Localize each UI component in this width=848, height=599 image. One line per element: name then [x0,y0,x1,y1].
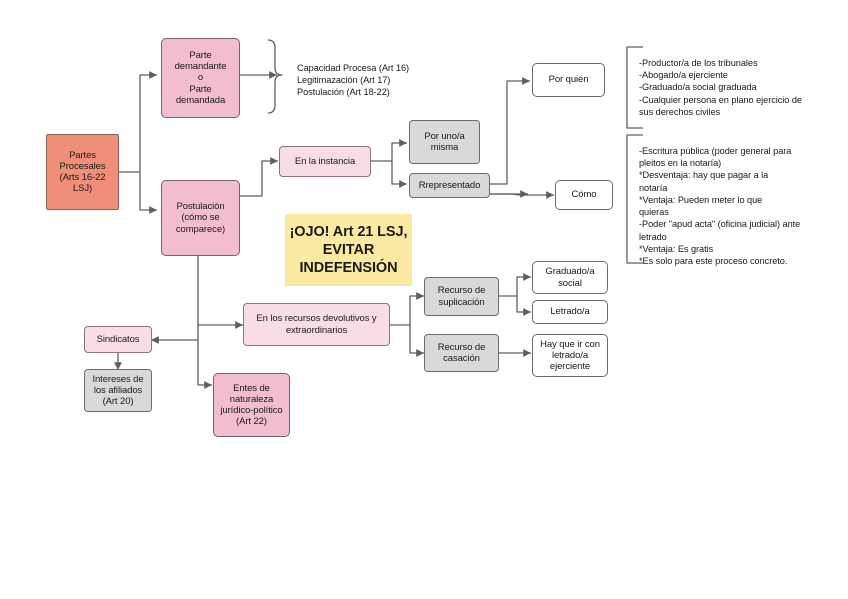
bracket-por-quien [626,46,643,129]
edge-root-to-parte [139,71,157,172]
node-entes-naturaleza[interactable]: Entes de naturaleza jurídico-político (A… [213,373,290,437]
edge-instancia-to-poruno [391,139,407,161]
edge-to-letrado [516,296,531,316]
node-parte-demandante-demandada[interactable]: Parte demandante o Parte demandada [161,38,240,118]
edges [114,39,643,389]
bracket-como [626,134,643,264]
node-por-uno-a-misma[interactable]: Por uno/a misma [409,120,480,164]
node-hay-que-ir-con-letrado[interactable]: Hay que ir con letrado/a ejerciente [532,334,608,377]
node-postulacion[interactable]: Postulación (cómo se comparece) [161,180,240,256]
edge-postulacion-to-instancia [240,157,278,197]
edge-to-como [507,191,554,199]
node-graduado-social[interactable]: Graduado/a social [532,261,608,294]
node-recurso-suplicacion[interactable]: Recurso de suplicación [424,277,499,316]
text-como-list: -Escritura pública (poder general para p… [639,146,801,267]
node-sindicatos[interactable]: Sindicatos [84,326,152,353]
note-ojo-art21: ¡OJO! Art 21 LSJ, EVITAR INDEFENSIÓN [285,214,412,286]
node-en-la-instancia[interactable]: En la instancia [279,146,371,177]
edge-to-suplicacion [409,292,424,325]
edge-to-graduado [516,273,531,296]
node-recursos-devolutivos[interactable]: En los recursos devolutivos y extraordin… [243,303,390,346]
edge-to-casacion [409,325,424,357]
node-rrepresentado[interactable]: Rrepresentado [409,173,490,198]
node-intereses-afiliados[interactable]: Intereses de los afiliados (Art 20) [84,369,152,412]
edge-to-porquien [490,77,530,185]
node-letrado[interactable]: Letrado/a [532,300,608,324]
edge-instancia-to-rrep [391,161,407,188]
node-por-quien[interactable]: Por quién [532,63,605,97]
text-por-quien-list: -Productor/a de los tribunales -Abogado/… [639,58,802,117]
edge-root-to-postulacion [139,172,157,214]
node-como[interactable]: Cómo [555,180,613,210]
node-partes-procesales[interactable]: Partes Procesales (Arts 16-22 LSJ) [46,134,119,210]
text-capacidad-list: Capacidad Procesa (Art 16) Legitimazació… [297,63,410,98]
brace-capacidad [267,39,283,114]
node-recurso-casacion[interactable]: Recurso de casación [424,334,499,372]
